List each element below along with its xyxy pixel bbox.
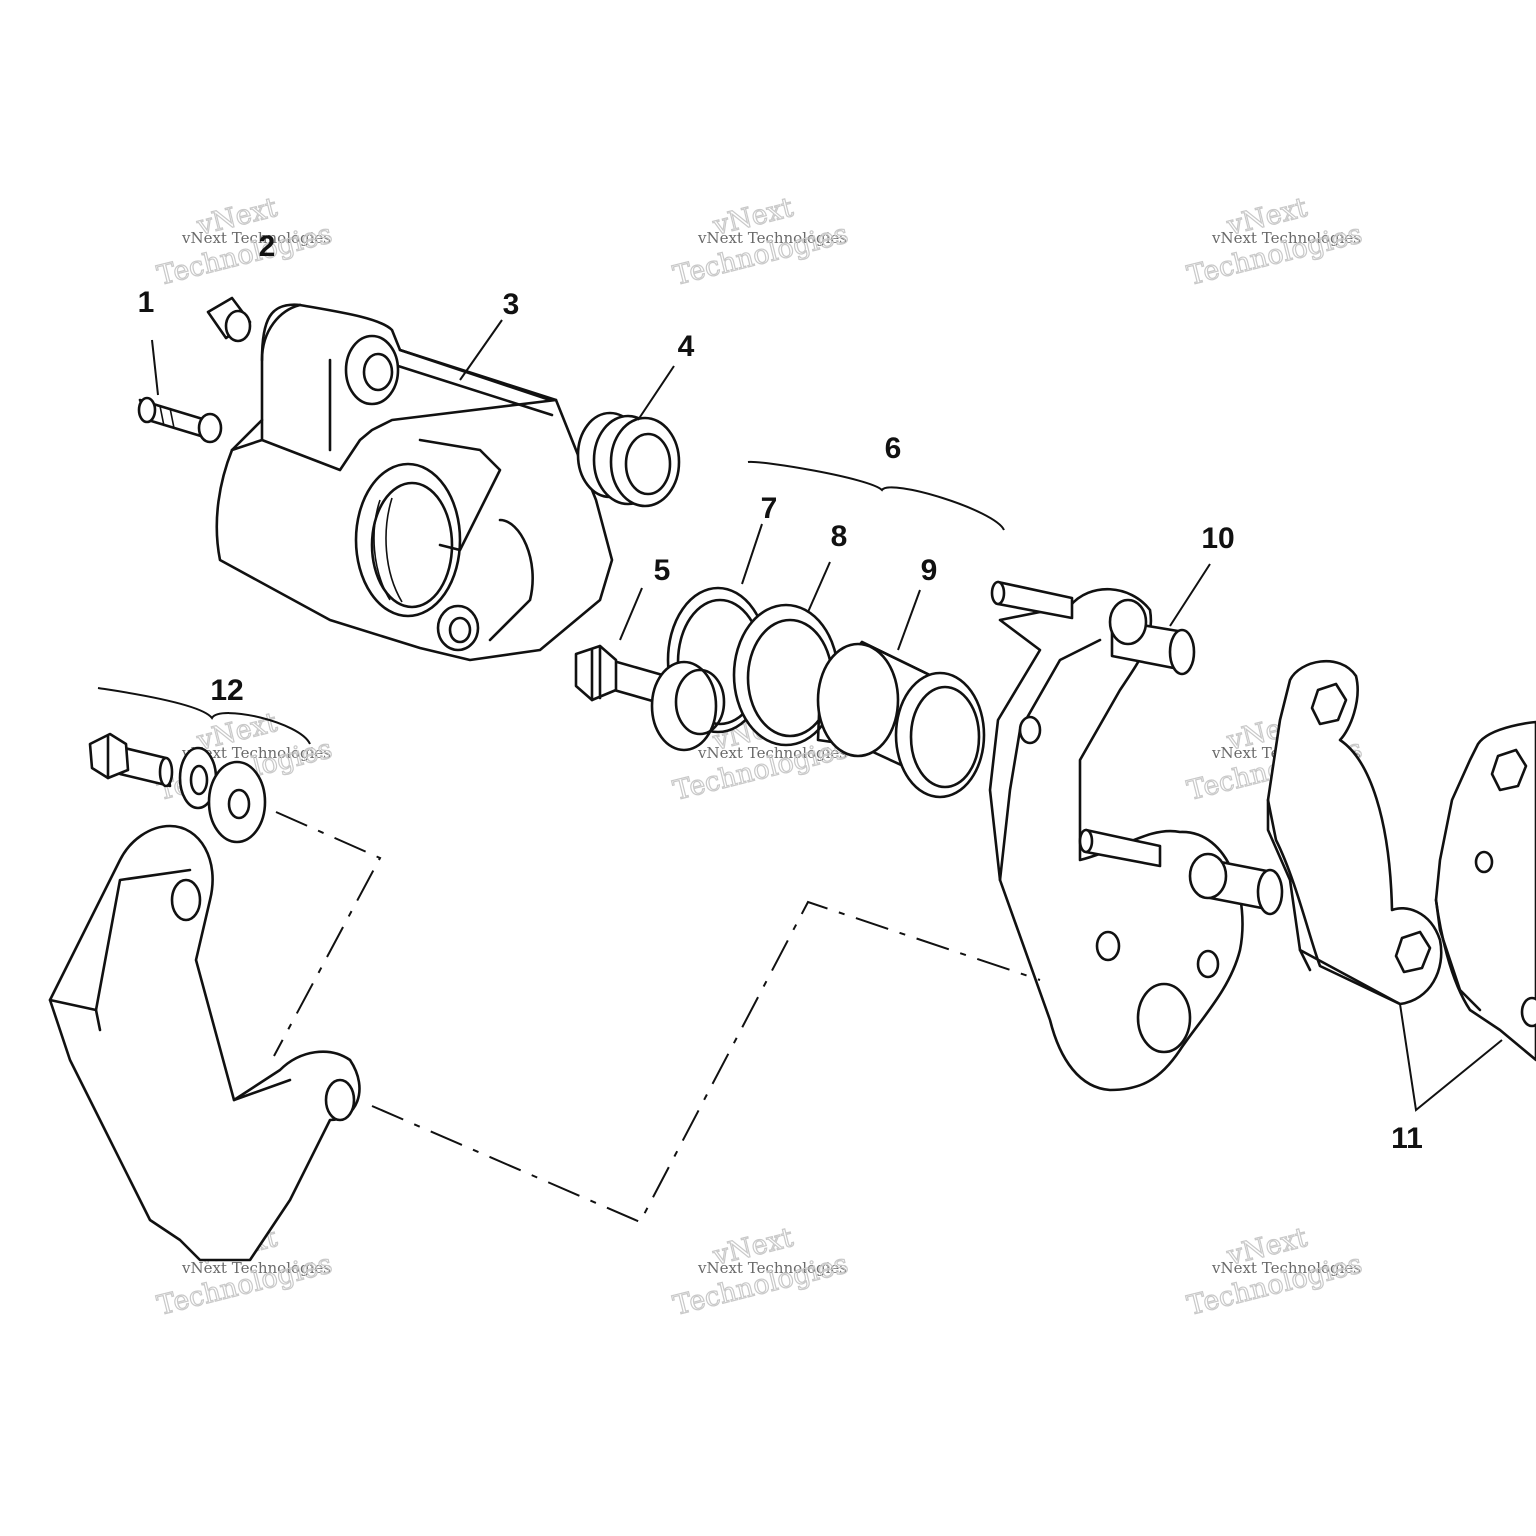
knuckle-mount [48, 824, 361, 1262]
watermark-top-left: vNext vNext Technologies Technologies [154, 191, 336, 292]
watermark-top-right: vNext vNext Technologies Technologies [1184, 191, 1366, 292]
callout-5: 5 [654, 554, 671, 587]
part-1-bleeder-screw [137, 396, 223, 444]
callout-4: 4 [678, 330, 695, 363]
part-4-piston-boot [576, 411, 681, 508]
part-3-caliper-body [215, 303, 614, 662]
callout-11: 11 [1391, 1122, 1423, 1155]
part-9-piston [816, 640, 986, 799]
part-8-dust-seal [732, 603, 840, 747]
part-2-bushing [206, 296, 252, 343]
callout-2: 2 [259, 230, 276, 263]
watermark-text: vNext Technologies [181, 744, 331, 762]
watermark-bottom-center: vNext vNext Technologies Technologies [670, 1221, 852, 1322]
part-12-bolt-and-washers [88, 732, 267, 844]
callout-1: 1 [138, 286, 155, 319]
callout-3: 3 [503, 288, 520, 321]
part-11-brake-pad-rear [1434, 720, 1536, 1062]
watermark-bottom-right: vNext vNext Technologies Technologies [1184, 1221, 1366, 1322]
watermark-text: vNext Technologies [1211, 229, 1361, 247]
watermark-text: vNext Technologies [697, 744, 847, 762]
assembly-dashed-lines [273, 811, 1041, 1224]
part-10-mounting-bracket [988, 580, 1284, 1092]
watermark-text: vNext Technologies [697, 229, 847, 247]
callout-labels: 1 2 3 4 5 6 7 8 9 10 11 12 [138, 230, 1423, 1155]
leader-lines [97, 319, 1503, 1112]
part-11-brake-pad-front [1266, 659, 1443, 1006]
watermark-text: vNext Technologies [697, 1259, 847, 1277]
watermark-text: vNext Technologies [181, 229, 331, 247]
callout-10: 10 [1201, 522, 1234, 555]
callout-12: 12 [210, 674, 243, 707]
watermark-text: vNext Technologies [1211, 1259, 1361, 1277]
watermark-top-center: vNext vNext Technologies Technologies [670, 191, 852, 292]
callout-8: 8 [831, 520, 848, 553]
callout-7: 7 [761, 492, 778, 525]
watermark-text: vNext Technologies [181, 1259, 331, 1277]
callout-6: 6 [885, 432, 902, 465]
callout-9: 9 [921, 554, 938, 587]
